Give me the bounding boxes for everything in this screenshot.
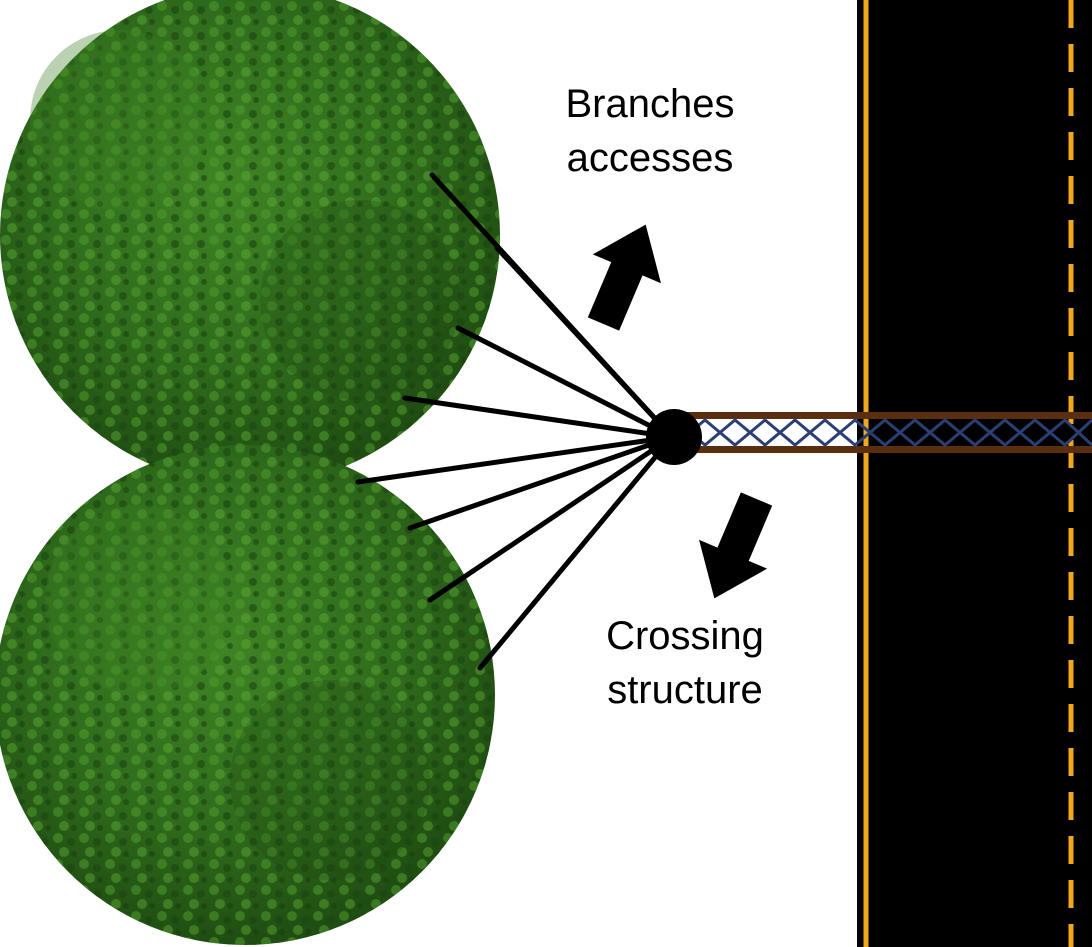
arrow-down-left-icon xyxy=(699,492,773,599)
branches-label-line1: Branches xyxy=(565,82,735,126)
tree-canopy-top xyxy=(0,0,500,485)
cable-hub xyxy=(646,409,702,465)
branch-cables xyxy=(355,172,675,671)
road xyxy=(857,0,1092,947)
branches-label-line2: accesses xyxy=(566,136,734,180)
crossing-label-line1: Crossing xyxy=(606,614,764,658)
crossing-structure-label: Crossing structure xyxy=(560,609,810,717)
tree-canopy-bottom xyxy=(0,445,495,945)
arrow-up-right-icon xyxy=(587,224,661,331)
crossing-bridge xyxy=(674,412,1092,453)
branches-accesses-label: Branches accesses xyxy=(520,77,780,185)
crossing-label-line2: structure xyxy=(607,668,763,712)
